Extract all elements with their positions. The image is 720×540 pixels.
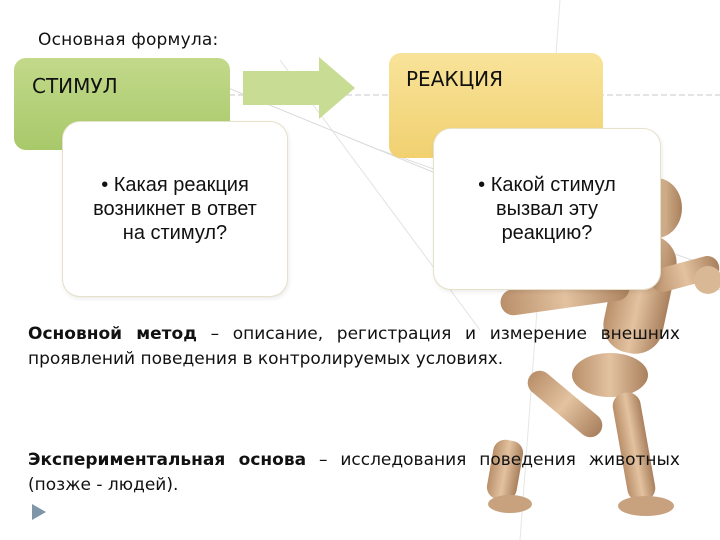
experimental-text: – исследования поведения животных (позже… xyxy=(28,450,680,495)
stimulus-title: СТИМУЛ xyxy=(32,74,118,98)
method-text: – описание, регистрация и измерение внеш… xyxy=(28,324,680,369)
stimulus-question: • Какая реакция возникнет в ответ на сти… xyxy=(93,174,257,244)
right-arrow-icon xyxy=(243,57,355,119)
play-triangle-icon[interactable] xyxy=(32,504,46,520)
reaction-question: • Какой стимул вызвал эту реакцию? xyxy=(478,174,616,244)
method-paragraph: Основной метод – описание, регистрация и… xyxy=(28,322,680,371)
experimental-term: Экспериментальная основа xyxy=(28,450,307,470)
experimental-paragraph: Экспериментальная основа – исследования … xyxy=(28,448,680,497)
reaction-title: РЕАКЦИЯ xyxy=(406,67,503,91)
reaction-question-card: • Какой стимул вызвал эту реакцию? xyxy=(433,128,661,290)
formula-heading: Основная формула: xyxy=(38,30,219,50)
stimulus-question-card: • Какая реакция возникнет в ответ на сти… xyxy=(62,121,288,297)
method-term: Основной метод xyxy=(28,324,197,344)
